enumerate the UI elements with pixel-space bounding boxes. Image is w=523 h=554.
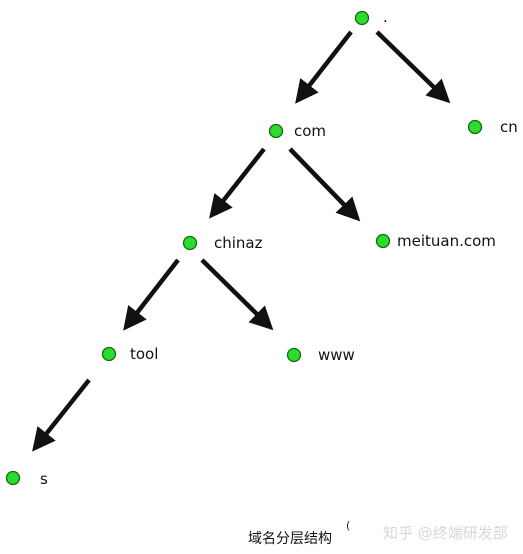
node-chinaz: chinaz xyxy=(182,234,263,252)
edge-com-chinaz xyxy=(209,147,266,219)
edge-root-cn xyxy=(375,30,451,104)
edge-com-meituan xyxy=(288,147,361,222)
node-s-label: s xyxy=(40,470,48,488)
caption-mark: ( xyxy=(346,519,351,532)
node-com-dot xyxy=(268,123,284,139)
node-tool: tool xyxy=(101,345,158,363)
node-chinaz-label: chinaz xyxy=(214,234,263,252)
node-com-label: com xyxy=(294,122,326,140)
node-s: s xyxy=(5,470,48,488)
node-root-dot xyxy=(354,10,370,26)
node-cn-label: cn xyxy=(500,118,518,136)
edges xyxy=(32,30,451,452)
node-chinaz-dot xyxy=(182,235,198,251)
node-s-dot xyxy=(5,470,21,486)
edge-chinaz-tool xyxy=(123,258,180,331)
node-www: www xyxy=(286,346,355,364)
nodes: . cn com meituan.com chinaz tool www xyxy=(5,8,518,488)
node-cn: cn xyxy=(467,118,518,136)
edge-chinaz-www xyxy=(200,258,274,331)
node-root-label: . xyxy=(383,8,388,26)
node-tool-label: tool xyxy=(130,345,158,363)
node-root: . xyxy=(354,8,388,26)
edge-tool-s xyxy=(32,378,91,452)
node-tool-dot xyxy=(101,346,117,362)
node-meituan: meituan.com xyxy=(375,232,496,250)
diagram-caption: 域名分层结构 xyxy=(248,531,332,547)
node-cn-dot xyxy=(467,119,483,135)
node-meituan-label: meituan.com xyxy=(397,232,496,250)
node-www-label: www xyxy=(318,346,355,364)
node-meituan-dot xyxy=(375,233,391,249)
node-www-dot xyxy=(286,347,302,363)
edge-root-com xyxy=(295,30,353,104)
node-com: com xyxy=(268,122,326,140)
watermark: 知乎 @终端研发部 xyxy=(383,524,508,542)
